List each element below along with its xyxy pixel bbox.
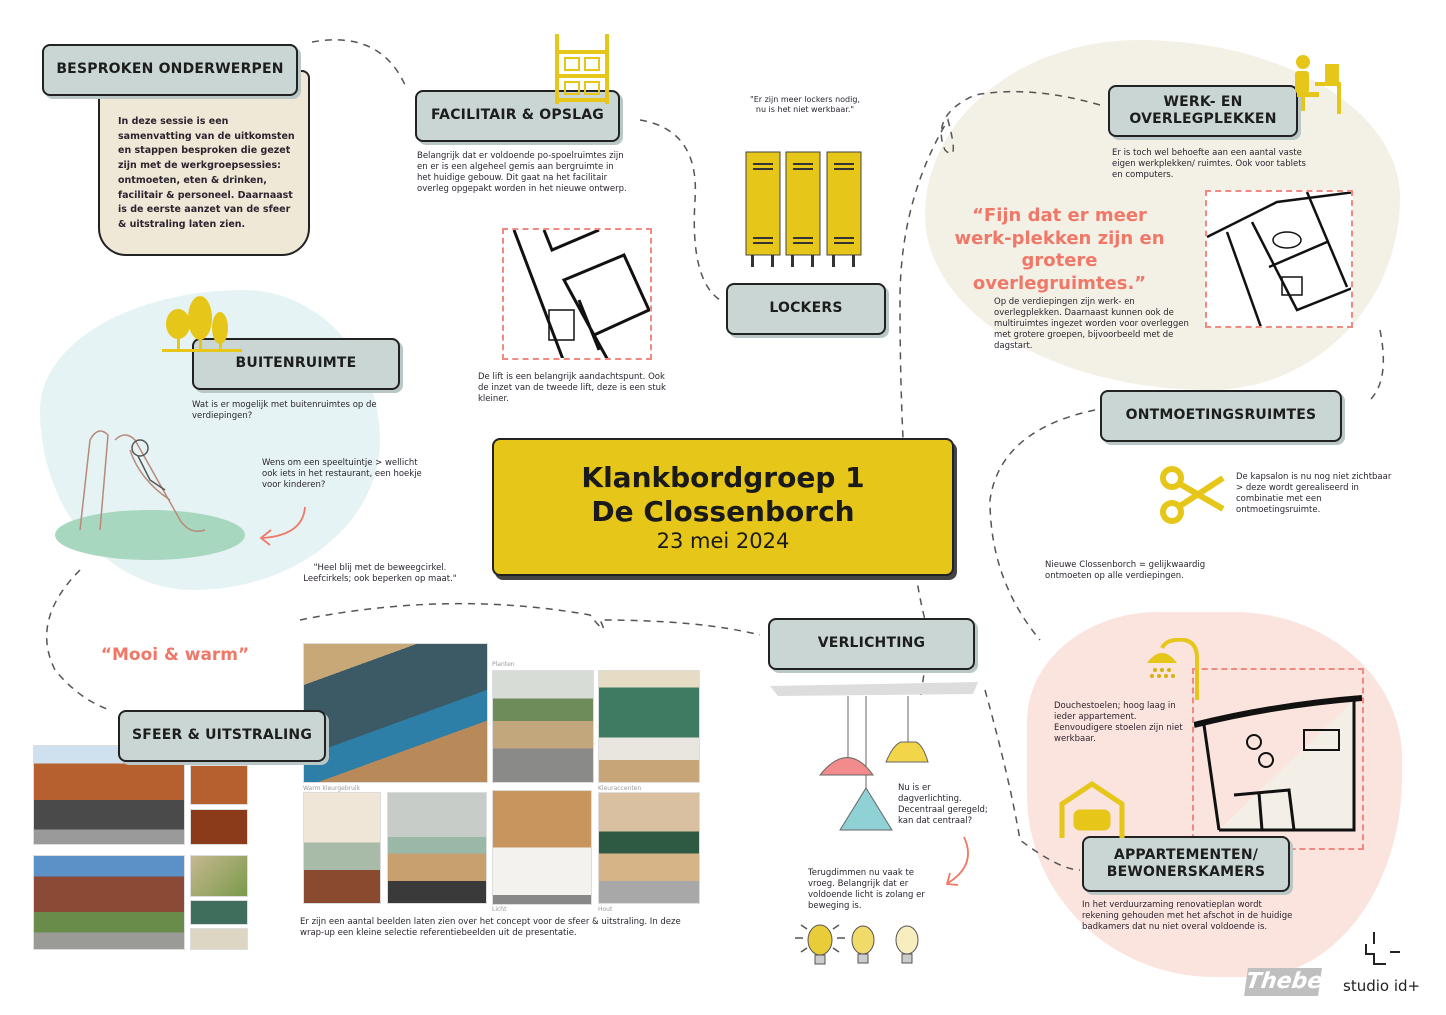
sfeer-header: SFEER & UITSTRALING [118,710,326,762]
title-box: Klankbordgroep 1 De Clossenborch 23 mei … [492,438,954,576]
besproken-box [98,70,310,256]
besproken-header: BESPROKEN ONDERWERPEN [42,44,298,96]
studio-logo: studio id+ [1343,977,1421,995]
werk-quote: “Fijn dat er meer werk-plekken zijn en g… [954,205,1165,294]
reference-photo-warm [303,792,381,904]
beweegcirkel-quote: "Heel blij met de beweegcirkel. Leefcirk… [303,563,457,585]
werk-text: Er is toch wel behoefte aan een aantal v… [1112,148,1306,181]
trees-icon [162,296,242,352]
werk-header: WERK- EN OVERLEGPLEKKEN [1108,85,1298,137]
appartementen-text2: In het verduurzaming renovatieplan wordt… [1082,900,1293,933]
lockers-header: LOCKERS [726,283,886,335]
buitenruimte-text2: Wens om een speeltuintje > wellicht ook … [262,458,422,491]
studio-logo-mark [1365,932,1400,965]
desk-worker-icon [1295,55,1341,114]
ontmoeting-header: ONTMOETINGSRUIMTES [1100,390,1342,442]
swatch-green [190,900,248,925]
slide-illustration [79,430,206,532]
reference-photo-licht [492,790,592,905]
facilitair-text: Belangrijk dat er voldoende po-spoelruim… [417,151,627,195]
light-bulbs-icon [795,924,919,965]
reference-photo-hout [598,792,700,904]
floorplan-facilitair [502,228,652,360]
shelf-icon [555,34,609,104]
title-line2: De Clossenborch [591,495,855,528]
verlichting-text: Nu is er dagverlichting. Decentraal gere… [898,783,988,827]
buitenruimte-header: BUITENRUIMTE [192,338,400,390]
appartementen-text: Douchestoelen; hoog laag in ieder appart… [1054,701,1183,745]
caption-kleuraccenten: Kleuraccenten [598,785,642,792]
facilitair-header: FACILITAIR & OPSLAG [415,90,620,142]
lockers-quote: "Er zijn meer lockers nodig, nu is het n… [750,95,860,115]
swatch-brown [190,809,248,845]
verlichting-text2: Terugdimmen nu vaak te vroeg. Belangrijk… [808,868,925,912]
besproken-text: In deze sessie is een samenvatting van d… [118,116,295,231]
sfeer-text: Er zijn een aantal beelden laten zien ov… [300,917,681,939]
reference-photo-tables [387,792,487,904]
floorplan-werk [1205,190,1353,328]
appartementen-header: APPARTEMENTEN/ BEWONERSKAMERS [1082,836,1290,892]
buitenruimte-text: Wat is er mogelijk met buitenruimtes op … [192,400,377,422]
lockers-icon [745,151,862,267]
ontmoeting-text: De kapsalon is nu nog niet zichtbaar > d… [1236,472,1392,516]
garden-photo [33,855,185,950]
caption-licht: Licht [492,906,507,913]
floorplan-appartement [1192,668,1364,850]
swatch-plant [190,855,248,897]
green-blob [55,510,245,560]
reference-photo-restaurant [303,643,488,783]
sfeer-quote: “Mooi & warm” [100,645,250,665]
caption-hout: Hout [598,906,613,913]
caption-planten: Planten [492,661,515,668]
caption-warm-kleurgebruik: Warm kleurgebruik [303,785,361,792]
facilitair-plan-caption: De lift is een belangrijk aandachtspunt.… [478,372,666,405]
arrow-icon-verlichting [945,836,969,886]
house-sofa-icon [1059,780,1125,838]
werk-text2: Op de verdiepingen zijn werk- en overleg… [994,297,1189,352]
verlichting-header: VERLICHTING [768,618,975,670]
reference-photo-green [598,670,700,783]
scissors-icon [1160,466,1225,524]
swatch-beige [190,928,248,950]
pendant-lamps-illustration [770,682,978,831]
reference-photo-planten [492,670,594,783]
shower-icon [1147,638,1199,700]
thebe-logo: Thebe [1244,968,1325,996]
title-date: 23 mei 2024 [656,528,790,553]
arrow-icon [259,506,306,546]
ontmoeting-text2: Nieuwe Clossenborch = gelijkwaardig ontm… [1045,560,1206,582]
swatch-wood [190,765,248,805]
title-line1: Klankbordgroep 1 [581,461,865,495]
